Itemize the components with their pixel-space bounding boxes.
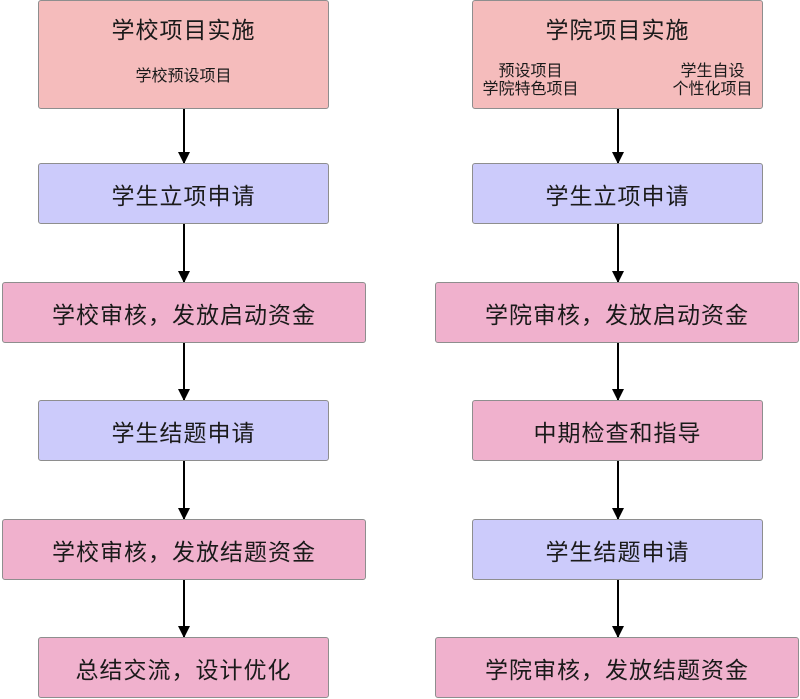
left-step-label: 学生立项申请 — [111, 183, 256, 210]
right-header-subtitles: 预设项目 学院特色项目 学生自设 个性化项目 — [483, 62, 753, 98]
left-step-label: 学校审核，发放结题资金 — [52, 539, 316, 566]
right-step-label: 学院审核，发放结题资金 — [485, 657, 749, 684]
right-arrow-3 — [612, 343, 624, 401]
left-step-label: 学校审核，发放启动资金 — [52, 302, 316, 329]
right-arrow-4 — [612, 461, 624, 520]
right-arrow-2 — [612, 224, 624, 283]
left-arrow-4 — [178, 461, 190, 520]
right-arrow-1 — [612, 109, 624, 164]
right-header-box: 学院项目实施 预设项目 学院特色项目 学生自设 个性化项目 — [472, 0, 763, 109]
left-step-student-conclude: 学生结题申请 — [38, 400, 329, 461]
left-header-title: 学校项目实施 — [111, 18, 256, 44]
left-step-school-review-final: 学校审核，发放结题资金 — [2, 519, 366, 580]
left-step-school-review-start: 学校审核，发放启动资金 — [2, 282, 366, 343]
right-header-sub-right: 学生自设 个性化项目 — [672, 62, 752, 98]
right-step-college-review-final: 学院审核，发放结题资金 — [435, 637, 799, 698]
left-arrow-2 — [178, 224, 190, 283]
left-arrow-1 — [178, 109, 190, 164]
sub-right-line-2: 个性化项目 — [672, 79, 753, 98]
right-step-student-conclude: 学生结题申请 — [472, 519, 763, 580]
right-step-college-review-start: 学院审核，发放启动资金 — [435, 282, 799, 343]
left-step-student-apply: 学生立项申请 — [38, 163, 329, 224]
left-step-label: 总结交流，设计优化 — [75, 657, 292, 684]
left-step-summary: 总结交流，设计优化 — [38, 637, 329, 698]
sub-left-line-2: 学院特色项目 — [482, 79, 579, 98]
right-step-label: 学院审核，发放启动资金 — [485, 302, 749, 329]
sub-left-line-1: 预设项目 — [498, 61, 563, 80]
left-arrow-5 — [178, 580, 190, 638]
left-step-label: 学生结题申请 — [111, 420, 256, 447]
right-step-label: 学生结题申请 — [545, 539, 690, 566]
right-arrow-5 — [612, 580, 624, 638]
right-step-midterm-check: 中期检查和指导 — [472, 400, 763, 461]
right-step-student-apply: 学生立项申请 — [472, 163, 763, 224]
right-step-label: 学生立项申请 — [545, 183, 690, 210]
right-header-title: 学院项目实施 — [545, 18, 690, 44]
left-header-box: 学校项目实施 学校预设项目 — [38, 0, 329, 109]
left-arrow-3 — [178, 343, 190, 401]
sub-right-line-1: 学生自设 — [680, 61, 745, 80]
right-header-sub-left: 预设项目 学院特色项目 — [483, 62, 579, 98]
right-step-label: 中期检查和指导 — [533, 420, 702, 447]
left-header-subtitle: 学校预设项目 — [135, 66, 232, 85]
